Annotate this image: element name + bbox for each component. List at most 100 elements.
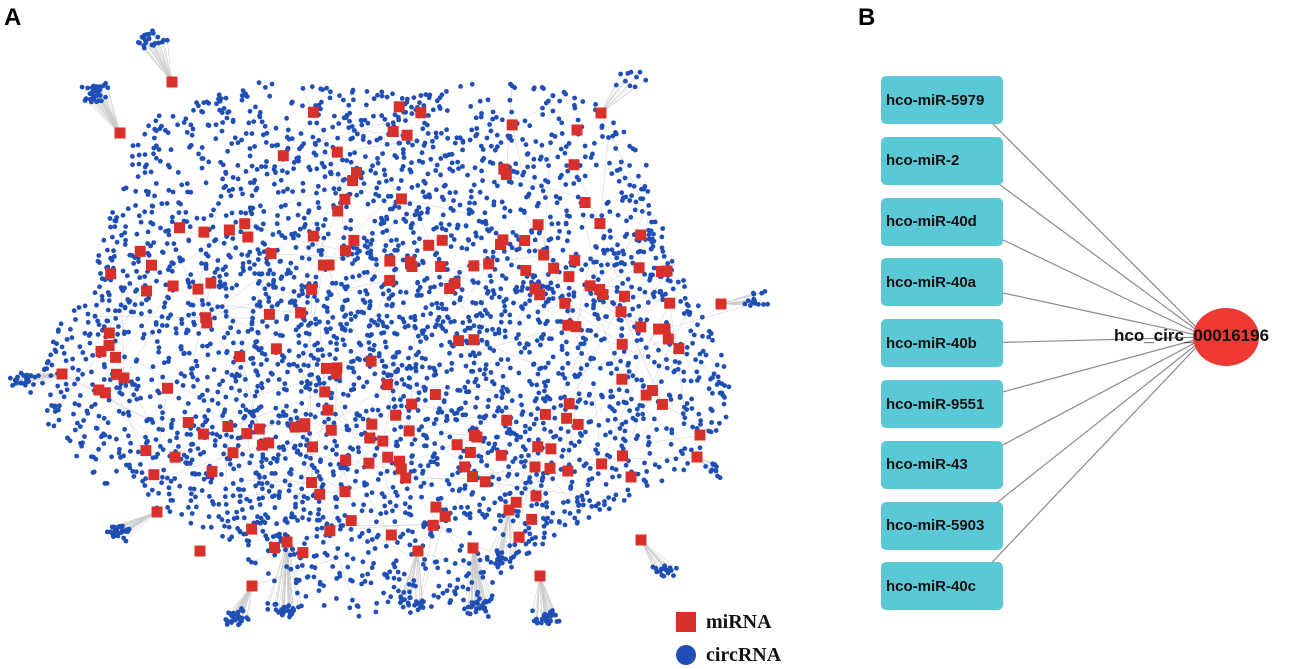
circrna-node (581, 498, 586, 503)
circrna-node (420, 150, 425, 155)
circrna-node (412, 95, 417, 100)
circrna-node (224, 286, 229, 291)
circrna-node (692, 333, 697, 338)
circrna-node (530, 185, 535, 190)
circrna-node (698, 422, 703, 427)
mirna-node (104, 328, 115, 339)
circrna-node (275, 457, 280, 462)
circrna-node (142, 132, 147, 137)
circrna-node (265, 324, 270, 329)
circrna-node (628, 83, 633, 88)
circrna-node (315, 527, 320, 532)
circrna-node (430, 302, 435, 307)
circrna-node (583, 262, 588, 267)
circrna-node (123, 305, 128, 310)
circrna-node (128, 449, 133, 454)
circrna-node (685, 345, 690, 350)
circrna-node (471, 242, 476, 247)
circrna-node (405, 486, 410, 491)
circrna-node (195, 378, 200, 383)
circrna-node (337, 93, 342, 98)
circrna-node (250, 131, 255, 136)
circrna-node (564, 221, 569, 226)
mirna-node (115, 128, 126, 139)
circrna-node (115, 240, 120, 245)
circrna-node (229, 386, 234, 391)
circrna-node (419, 484, 424, 489)
circrna-node (240, 452, 245, 457)
circrna-node (440, 445, 445, 450)
circrna-node (219, 472, 224, 477)
circrna-node (274, 521, 279, 526)
circrna-node (330, 564, 335, 569)
circrna-node (187, 351, 192, 356)
circrna-node (100, 433, 105, 438)
mirna-node (532, 441, 543, 452)
circrna-node (182, 374, 187, 379)
circrna-node (463, 328, 468, 333)
circrna-node (257, 496, 262, 501)
circrna-node (167, 233, 172, 238)
circrna-node (320, 248, 325, 253)
circrna-node (536, 201, 541, 206)
circrna-node (82, 434, 87, 439)
circrna-node (428, 157, 433, 162)
circrna-node (686, 303, 691, 308)
circrna-node (584, 303, 589, 308)
circrna-node (508, 320, 513, 325)
circrna-node (236, 163, 241, 168)
circrna-node (389, 320, 394, 325)
circrna-node (586, 482, 591, 487)
circrna-node (522, 346, 527, 351)
mirna-node (480, 476, 491, 487)
mirna-node (467, 471, 478, 482)
circrna-node (410, 453, 415, 458)
circrna-node (542, 535, 547, 540)
circrna-node (231, 175, 236, 180)
circrna-node (533, 248, 538, 253)
circrna-node (489, 279, 494, 284)
circrna-node (630, 307, 635, 312)
circrna-node (78, 441, 83, 446)
circrna-node (315, 362, 320, 367)
circrna-node (333, 191, 338, 196)
circrna-node (654, 566, 659, 571)
circrna-node (515, 472, 520, 477)
circrna-node (294, 245, 299, 250)
circrna-node (759, 291, 764, 296)
mirna-box: hco-miR-40a (881, 258, 1003, 306)
circrna-node (139, 301, 144, 306)
circrna-node (234, 397, 239, 402)
circrna-node (444, 89, 449, 94)
circrna-node (676, 367, 681, 372)
circrna-node (187, 145, 192, 150)
circrna-node (646, 435, 651, 440)
circrna-node (421, 189, 426, 194)
circrna-node (249, 327, 254, 332)
circrna-node (575, 495, 580, 500)
circrna-node (280, 333, 285, 338)
circrna-node (496, 563, 501, 568)
circrna-node (294, 266, 299, 271)
circrna-node (415, 280, 420, 285)
circrna-node (206, 302, 211, 307)
circrna-node (373, 192, 378, 197)
circrna-node (644, 345, 649, 350)
circrna-node (642, 461, 647, 466)
mirna-node (282, 537, 293, 548)
circrna-node (371, 199, 376, 204)
circrna-node (518, 394, 523, 399)
circrna-node (383, 572, 388, 577)
circrna-node (432, 441, 437, 446)
circrna-node (519, 491, 524, 496)
circrna-node (389, 177, 394, 182)
circrna-node (146, 492, 151, 497)
circrna-node (220, 129, 225, 134)
circrna-node (431, 454, 436, 459)
mirna-node (545, 443, 556, 454)
circrna-node (645, 483, 650, 488)
circrna-node (572, 96, 577, 101)
subnetwork-edge (973, 104, 1206, 337)
circrna-node (285, 187, 290, 192)
circrna-node (578, 397, 583, 402)
